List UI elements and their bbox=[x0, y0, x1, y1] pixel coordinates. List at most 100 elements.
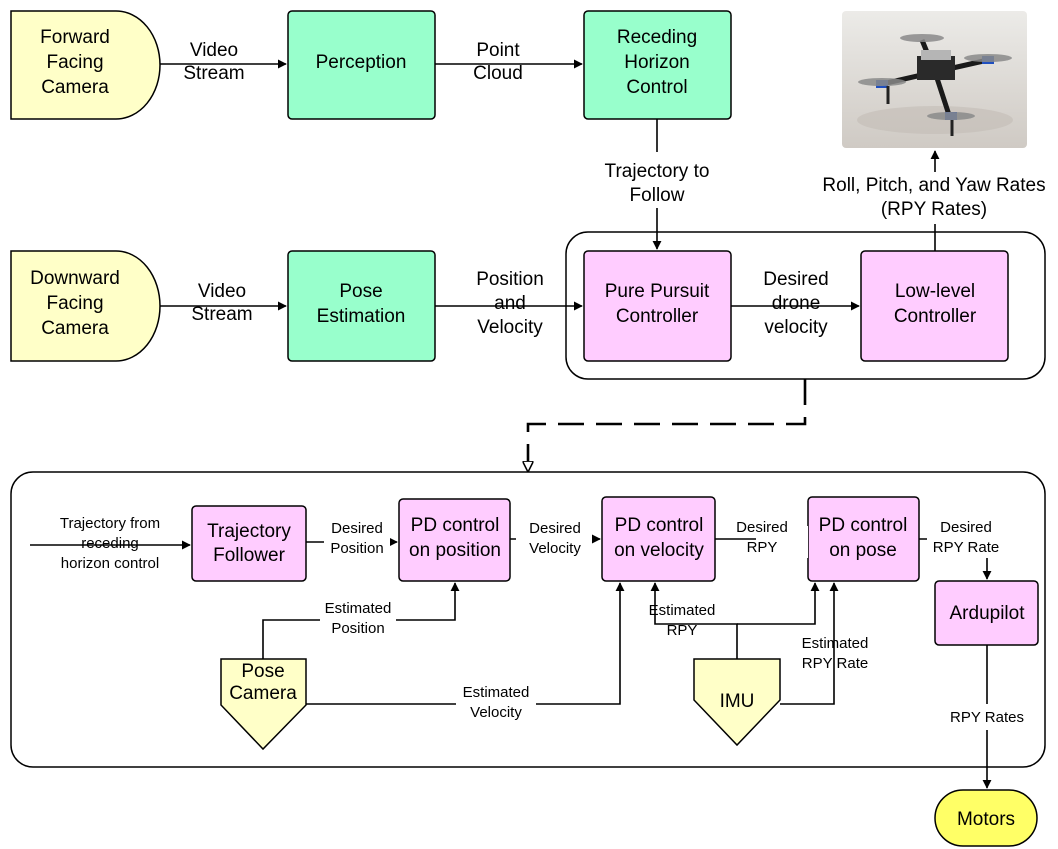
perception-node bbox=[287, 10, 436, 120]
rpy-rates-label: RPY Rates bbox=[950, 709, 1024, 726]
edge-imu-pdpose-a bbox=[737, 582, 820, 625]
downward-camera-label-line: Camera bbox=[41, 318, 109, 339]
trajectory-from-label-line: receding bbox=[81, 535, 139, 552]
desired-position-label-line: Desired bbox=[331, 520, 383, 537]
perception-label-line: Perception bbox=[316, 52, 407, 73]
forward-camera-label-line: Forward bbox=[40, 27, 110, 48]
rpy-rates-output-label: Roll, Pitch, and Yaw Rates (RPY Rates) bbox=[822, 175, 1045, 220]
pure-pursuit-label-line: Controller bbox=[616, 306, 699, 327]
pure-pursuit-label-line: Pure Pursuit bbox=[605, 281, 710, 302]
estimated-rpy-label-line: Estimated bbox=[649, 602, 716, 619]
desired-rpy-rate-label-line: Desired bbox=[940, 519, 992, 536]
desired-drone-velocity-label-line: velocity bbox=[764, 317, 828, 338]
pd-velocity-label-line: on velocity bbox=[614, 540, 704, 561]
trajectory-to-follow-label-line: Trajectory to bbox=[605, 161, 710, 182]
edge-imu-pdpose-b bbox=[780, 582, 839, 705]
downward-camera-node bbox=[10, 250, 161, 362]
position-velocity-label-line: and bbox=[494, 293, 526, 314]
forward-camera-node bbox=[10, 10, 161, 120]
estimated-velocity-label-line: Velocity bbox=[470, 704, 522, 721]
pose-camera-label-line: Pose bbox=[241, 661, 284, 682]
motors-label: Motors bbox=[957, 809, 1015, 830]
trajectory-to-follow-label-line: Follow bbox=[630, 185, 685, 206]
video-stream-label-line: Stream bbox=[191, 304, 252, 325]
position-velocity-label-line: Position bbox=[476, 269, 544, 290]
forward-camera-label-line: Camera bbox=[41, 77, 109, 98]
trajectory-from-label-line: horizon control bbox=[61, 555, 159, 572]
desired-drone-velocity-label-line: drone bbox=[772, 293, 821, 314]
rpy-rates-label-line: RPY Rates bbox=[950, 709, 1024, 726]
edge-imu-pdvel bbox=[650, 582, 738, 659]
desired-rpy-rate-label-line: RPY Rate bbox=[933, 539, 999, 556]
desired-drone-velocity-label-line: Desired bbox=[763, 269, 828, 290]
desired-velocity-label-line: Desired bbox=[529, 520, 581, 537]
position-velocity-label-line: Velocity bbox=[477, 317, 543, 338]
trajectory-follower-label-line: Follower bbox=[213, 545, 285, 566]
desired-position-label-line: Position bbox=[330, 540, 383, 557]
pd-position-node bbox=[398, 498, 511, 582]
receding-horizon-label-line: Control bbox=[626, 77, 687, 98]
rpy-rates-output-label-line: Roll, Pitch, and Yaw Rates bbox=[822, 175, 1045, 196]
desired-rpy-label-line: RPY bbox=[747, 539, 778, 556]
edge-expand-dashed bbox=[528, 379, 807, 471]
point-cloud-label-line: Cloud bbox=[473, 63, 523, 84]
estimated-rpy-rate-label-line: RPY Rate bbox=[802, 655, 868, 672]
pose-camera-label-line: Camera bbox=[229, 683, 297, 704]
estimated-rpy-label-line: RPY bbox=[667, 622, 698, 639]
receding-horizon-label-line: Receding bbox=[617, 27, 697, 48]
edge-posecam-pdvel bbox=[306, 582, 625, 705]
pd-position-label-line: PD control bbox=[411, 515, 500, 536]
pd-velocity-node bbox=[601, 496, 716, 582]
pd-pose-label-line: on pose bbox=[829, 540, 897, 561]
pose-camera-node bbox=[220, 658, 307, 751]
desired-drone-velocity-label: Desired drone velocity bbox=[763, 269, 828, 338]
trajectory-from-label-line: Trajectory from bbox=[60, 515, 160, 532]
pd-pose-label-line: PD control bbox=[819, 515, 908, 536]
pd-pose-node bbox=[807, 496, 920, 582]
trajectory-to-follow-label: Trajectory to Follow bbox=[605, 161, 710, 206]
downward-camera-label-line: Downward bbox=[30, 268, 120, 289]
perception-label: Perception bbox=[316, 52, 407, 73]
low-level-label-line: Controller bbox=[894, 306, 977, 327]
video-stream-label-line: Video bbox=[190, 40, 238, 61]
pd-position-label: PD control on position bbox=[409, 515, 501, 561]
rpy-rates-output-label-line: (RPY Rates) bbox=[881, 199, 987, 220]
desired-velocity-label-line: Velocity bbox=[529, 540, 581, 557]
imu-label-line: IMU bbox=[720, 691, 755, 712]
motors-label-line: Motors bbox=[957, 809, 1015, 830]
pd-velocity-label-line: PD control bbox=[615, 515, 704, 536]
imu-node bbox=[693, 658, 781, 747]
estimated-rpy-rate-label-line: Estimated bbox=[802, 635, 869, 652]
pd-position-label-line: on position bbox=[409, 540, 501, 561]
receding-horizon-label-line: Horizon bbox=[624, 52, 689, 73]
pose-estimation-label-line: Estimation bbox=[317, 306, 406, 327]
trajectory-follower-label-line: Trajectory bbox=[207, 521, 291, 542]
imu-label: IMU bbox=[720, 691, 755, 712]
video-stream-label-line: Stream bbox=[183, 63, 244, 84]
ardupilot-label: Ardupilot bbox=[950, 603, 1026, 624]
quadcopter-photo-icon bbox=[842, 11, 1027, 148]
trajectory-follower-node bbox=[191, 505, 307, 582]
desired-rpy-label-line: Desired bbox=[736, 519, 788, 536]
video-stream-label-line: Video bbox=[198, 281, 246, 302]
